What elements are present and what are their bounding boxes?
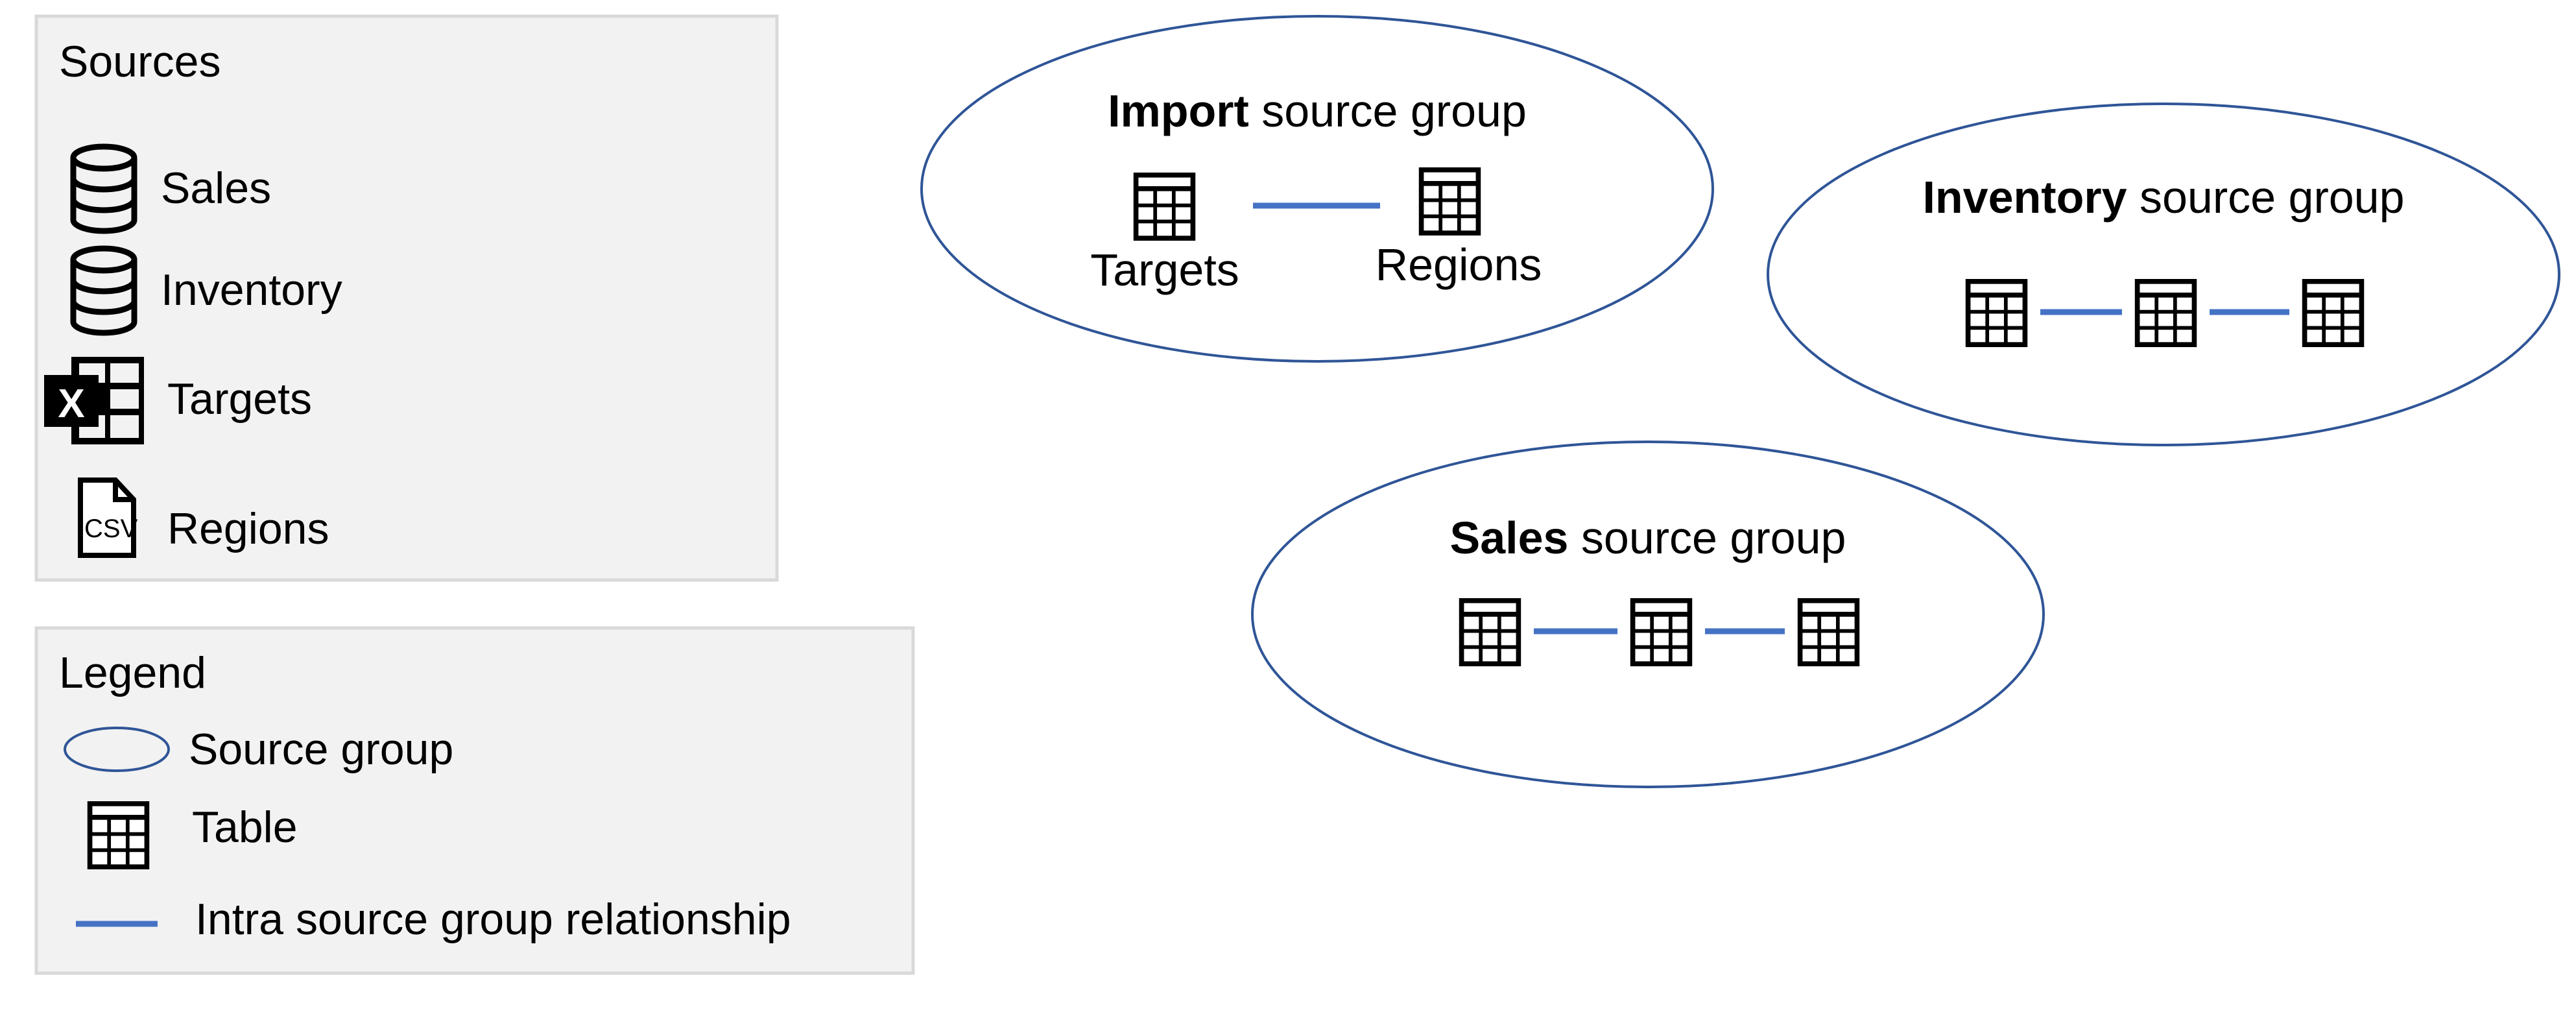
legend-item-relationship: Intra source group relationship [195, 895, 791, 944]
sales-group-title: Sales source group [1450, 513, 1846, 563]
csv-file-icon: CSV [78, 477, 138, 558]
legend-item-table: Table [192, 803, 298, 852]
source-item-targets: Targets [167, 374, 312, 424]
inventory-group-title: Inventory source group [1922, 172, 2404, 223]
legend-panel: Legend Source group Table Intra source g… [34, 626, 915, 975]
legend-title: Legend [59, 648, 206, 697]
table-icon [1965, 279, 2028, 347]
svg-text:X: X [58, 381, 84, 426]
table-icon [87, 801, 150, 869]
table-label-targets: Targets [1090, 245, 1239, 295]
import-source-group: Import source group Targets Regions [920, 15, 1714, 363]
sources-title: Sources [59, 37, 221, 86]
sales-source-group: Sales source group [1251, 441, 2045, 788]
inventory-source-group: Inventory source group [1767, 103, 2560, 446]
source-item-regions: Regions [167, 504, 329, 553]
source-item-inventory: Inventory [161, 265, 342, 315]
excel-icon: X [44, 357, 144, 444]
source-item-sales: Sales [161, 163, 271, 213]
table-icon [2134, 279, 2197, 347]
table-label-regions: Regions [1376, 239, 1542, 290]
table-icon [1418, 167, 1481, 236]
table-icon [1459, 598, 1521, 666]
import-group-title: Import source group [1108, 86, 1527, 136]
inventory-group-ellipse [1767, 103, 2560, 446]
table-icon [1797, 598, 1860, 666]
sources-panel: Sources Sales Inventory X Targets CSV Re… [34, 14, 779, 582]
ellipse-icon [64, 727, 170, 772]
legend-panel-box [34, 626, 915, 975]
import-group-ellipse [920, 15, 1714, 363]
table-icon [1630, 598, 1693, 666]
svg-text:CSV: CSV [84, 514, 138, 543]
table-icon [2302, 279, 2365, 347]
table-icon [1133, 173, 1196, 241]
sources-panel-box [34, 14, 779, 582]
legend-item-source-group: Source group [189, 725, 453, 774]
